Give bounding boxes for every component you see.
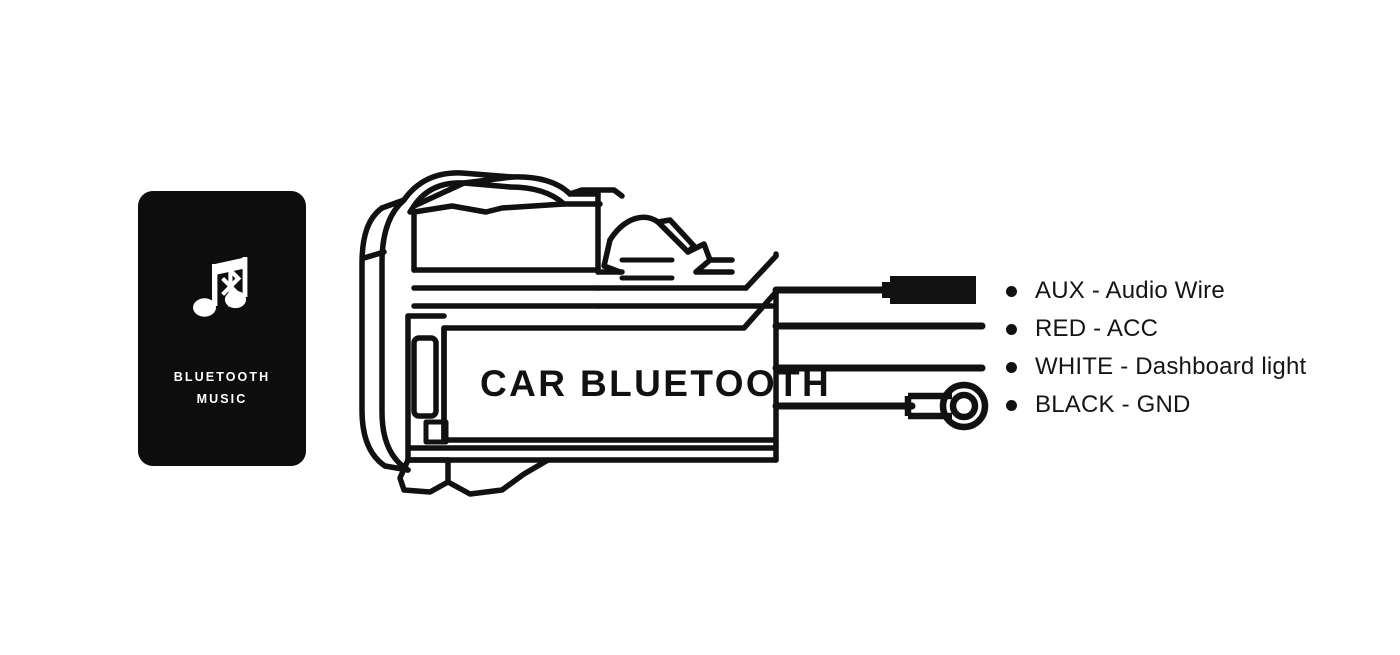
- button-label-line-1: BLUETOOTH: [173, 369, 271, 384]
- bullet-icon: [1006, 399, 1017, 411]
- bezel-inner-edge: [379, 197, 411, 473]
- legend-label-black: BLACK - GND: [1035, 391, 1191, 418]
- list-item: RED - ACC: [1006, 310, 1396, 348]
- bullet-icon: [1006, 285, 1017, 297]
- ring-terminal: [904, 381, 989, 431]
- top-hood-outer: [401, 170, 515, 203]
- legend-label-aux: AUX - Audio Wire: [1035, 277, 1225, 304]
- car-bluetooth-module: CAR BLUETOOTH: [359, 170, 989, 497]
- list-item: BLACK - GND: [1006, 386, 1396, 424]
- bezel-outer-edge: [359, 205, 388, 469]
- audio-jack-plug: [890, 276, 976, 304]
- legend-label-white: WHITE - Dashboard light: [1035, 353, 1307, 380]
- bullet-icon: [1006, 323, 1017, 335]
- bullet-icon: [1006, 361, 1017, 373]
- bluetooth-music-button[interactable]: BLUETOOTH MUSIC: [138, 191, 306, 466]
- music-note-bluetooth-icon: [193, 256, 248, 317]
- button-label-line-2: MUSIC: [196, 391, 248, 406]
- indicator-slot: [411, 335, 439, 419]
- legend-label-red: RED - ACC: [1035, 315, 1159, 342]
- latch-clip: [607, 214, 713, 275]
- list-item: AUX - Audio Wire: [1006, 272, 1396, 310]
- button-label: BLUETOOTH MUSIC: [174, 366, 270, 410]
- list-item: WHITE - Dashboard light: [1006, 348, 1396, 386]
- bottom-latch-tab: [445, 457, 551, 497]
- wire-legend: AUX - Audio Wire RED - ACC WHITE - Dashb…: [1006, 272, 1396, 424]
- device-label: CAR BLUETOOTH: [480, 363, 831, 404]
